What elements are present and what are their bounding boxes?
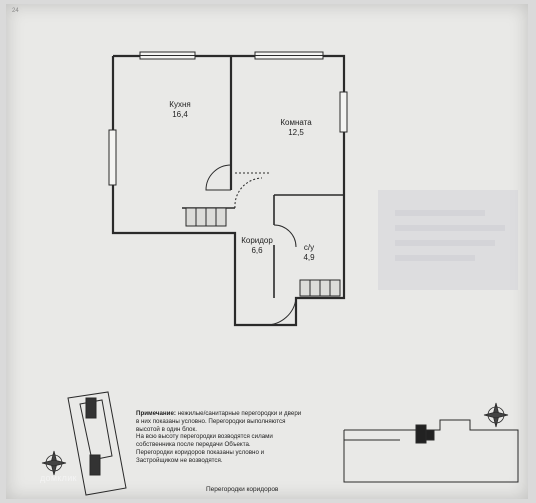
room-corridor-name: Коридор — [241, 236, 273, 245]
room-kitchen-name: Кухня — [169, 100, 191, 109]
doors — [205, 164, 297, 326]
note-line: Перегородки коридоров показаны условно и — [136, 448, 265, 456]
room-bathroom-label: с/у 4,9 — [294, 243, 324, 263]
cabinets — [185, 207, 341, 297]
room-bathroom-area: 4,9 — [303, 253, 315, 262]
plan-note: Примечание: нежилые/санитарные перегород… — [136, 410, 336, 465]
room-kitchen-area: 16,4 — [172, 110, 188, 119]
room-corridor-label: Коридор 6,6 — [235, 236, 279, 256]
room-bathroom-name: с/у — [303, 243, 315, 252]
window-right — [339, 91, 348, 133]
window-left — [108, 129, 117, 186]
room-living-area: 12,5 — [288, 128, 304, 137]
room-corridor-area: 6,6 — [251, 246, 263, 255]
door-kitchen — [205, 164, 232, 191]
outer-wall — [111, 54, 346, 327]
room-living-label: Комната 12,5 — [272, 118, 320, 138]
site-plan-left — [67, 391, 127, 496]
door-room — [234, 177, 263, 209]
door-bathroom — [273, 224, 297, 248]
room-kitchen-label: Кухня 16,4 — [160, 100, 200, 120]
corridor-caption: Перегородки коридоров — [206, 486, 279, 493]
note-line: нежилые/санитарные перегородки и двери — [177, 410, 302, 417]
faded-stamp — [378, 190, 518, 290]
watermark: домклик — [40, 473, 77, 483]
compass-right-icon — [483, 402, 509, 428]
note-line: Застройщиком не возводятся. — [136, 456, 223, 464]
note-line: высотой в один блок. — [136, 425, 197, 433]
note-title: Примечание: — [136, 410, 176, 417]
compass-left-icon — [41, 450, 67, 476]
windows — [108, 51, 348, 186]
note-line: собственника после передачи Объекта. — [136, 441, 251, 449]
corner-mark: 24 — [12, 8, 19, 14]
note-line: На всю высоту перегородки возводятся сил… — [136, 433, 273, 441]
note-line: в них показаны условно. Перегородки выпо… — [136, 417, 286, 425]
door-entrance — [265, 297, 297, 326]
site-plan-right — [343, 419, 519, 483]
room-living-name: Комната — [280, 118, 312, 127]
